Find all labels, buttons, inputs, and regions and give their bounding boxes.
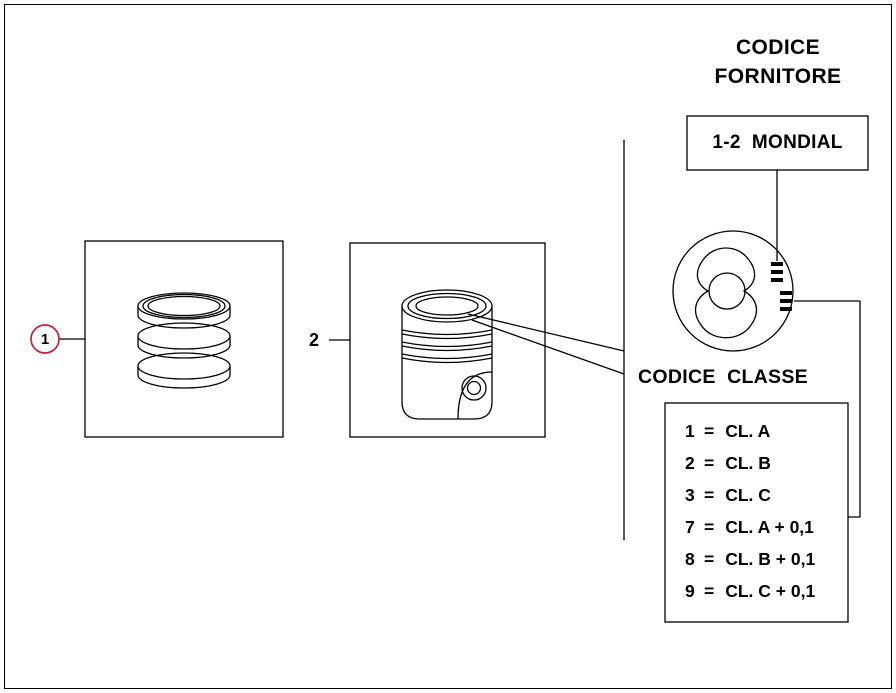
class-code-label: CODICE CLASSE — [638, 366, 808, 388]
equals-sign: = — [704, 548, 715, 569]
class-leader-line — [794, 300, 861, 518]
supplier-title-line2: FORNITORE — [714, 65, 842, 88]
page-border — [4, 4, 892, 689]
class-code-value: CL. C — [725, 484, 771, 505]
supplier-title-line1: CODICE — [735, 36, 821, 59]
equals-sign: = — [704, 516, 715, 537]
class-code-number: 9 — [685, 580, 695, 601]
class-code-box-outline — [664, 402, 849, 623]
class-code-value: CL. B — [725, 452, 771, 473]
supplier-code-value: 1-2 MONDIAL — [712, 132, 843, 153]
piston-drawing — [401, 289, 493, 420]
equals-sign: = — [704, 452, 715, 473]
class-code-row: 9 = CL. C + 0,1 — [685, 575, 848, 607]
class-code-row: 2 = CL. B — [685, 447, 848, 479]
equals-sign: = — [704, 580, 715, 601]
class-code-row: 3 = CL. C — [685, 479, 848, 511]
class-position-marks — [771, 262, 792, 311]
piston-crown-top-view-drawing — [672, 230, 794, 352]
callout-1-circle — [30, 324, 60, 354]
class-code-value: CL. C + 0,1 — [725, 580, 816, 601]
equals-sign: = — [704, 420, 715, 441]
class-code-number: 3 — [685, 484, 695, 505]
part-2-box — [349, 242, 546, 438]
class-code-row: 7 = CL. A + 0,1 — [685, 511, 848, 543]
detail-wedge-lines — [467, 313, 625, 375]
supplier-code-box: 1-2 MONDIAL — [687, 116, 868, 170]
class-code-row: 8 = CL. B + 0,1 — [685, 543, 848, 575]
class-code-row: 1 = CL. A — [685, 415, 848, 447]
callout-2-number: 2 — [308, 329, 319, 350]
class-code-value: CL. A — [725, 420, 771, 441]
class-code-number: 8 — [685, 548, 695, 569]
class-code-table: 1 = CL. A 2 = CL. B 3 = CL. C 7 = CL. A … — [665, 403, 848, 622]
class-code-number: 1 — [685, 420, 695, 441]
supplier-code-title: CODICE FORNITORE — [658, 33, 896, 91]
class-code-value: CL. B + 0,1 — [725, 548, 816, 569]
class-code-number: 7 — [685, 516, 695, 537]
equals-sign: = — [704, 484, 715, 505]
class-code-number: 2 — [685, 452, 695, 473]
callout-1-number: 1 — [40, 330, 50, 348]
class-code-value: CL. A + 0,1 — [725, 516, 814, 537]
piston-rings-drawing — [137, 292, 231, 389]
